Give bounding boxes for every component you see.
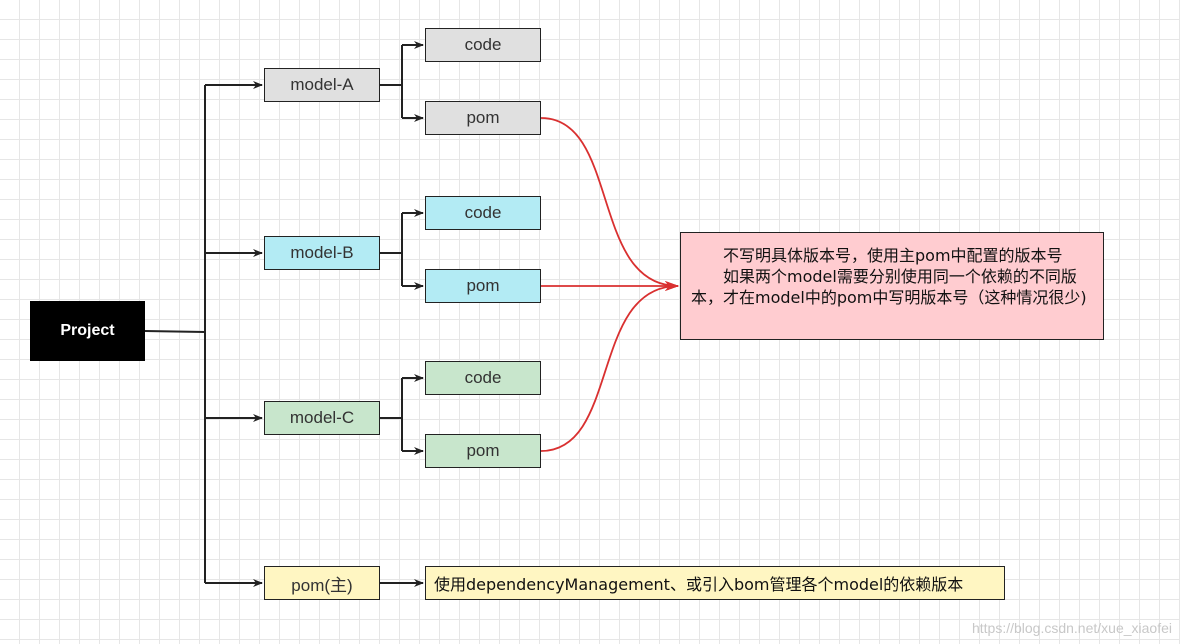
model-c-pom-node[interactable]: pom (425, 434, 541, 468)
version-note-line-2: 如果两个model需要分别使用同一个依赖的不同版本，才在model中的pom中写… (691, 267, 1087, 307)
watermark: https://blog.csdn.net/xue_xiaofei (971, 620, 1172, 636)
model-b-pom-node[interactable]: pom (425, 269, 541, 303)
version-note-box[interactable]: 不写明具体版本号，使用主pom中配置的版本号 如果两个model需要分别使用同一… (680, 232, 1104, 340)
version-note-line-1: 不写明具体版本号，使用主pom中配置的版本号 (723, 246, 1063, 265)
project-trunk-line (144, 330, 206, 333)
link-pom-a-note (540, 117, 679, 291)
link-pom-c-note (540, 281, 679, 452)
bom-note-text: 使用dependencyManagement、或引入bom管理各个model的依… (434, 575, 964, 594)
project-node[interactable]: Project (30, 301, 145, 361)
model-c-code-node[interactable]: code (425, 361, 541, 395)
bom-note-box[interactable]: 使用dependencyManagement、或引入bom管理各个model的依… (425, 566, 1005, 600)
model-a-code-node[interactable]: code (425, 28, 541, 62)
model-a-node[interactable]: model-A (264, 68, 380, 102)
model-c-node[interactable]: model-C (264, 401, 380, 435)
model-a-pom-node[interactable]: pom (425, 101, 541, 135)
main-pom-node[interactable]: pom(主) (264, 566, 380, 600)
model-b-node[interactable]: model-B (264, 236, 380, 270)
model-b-code-node[interactable]: code (425, 196, 541, 230)
